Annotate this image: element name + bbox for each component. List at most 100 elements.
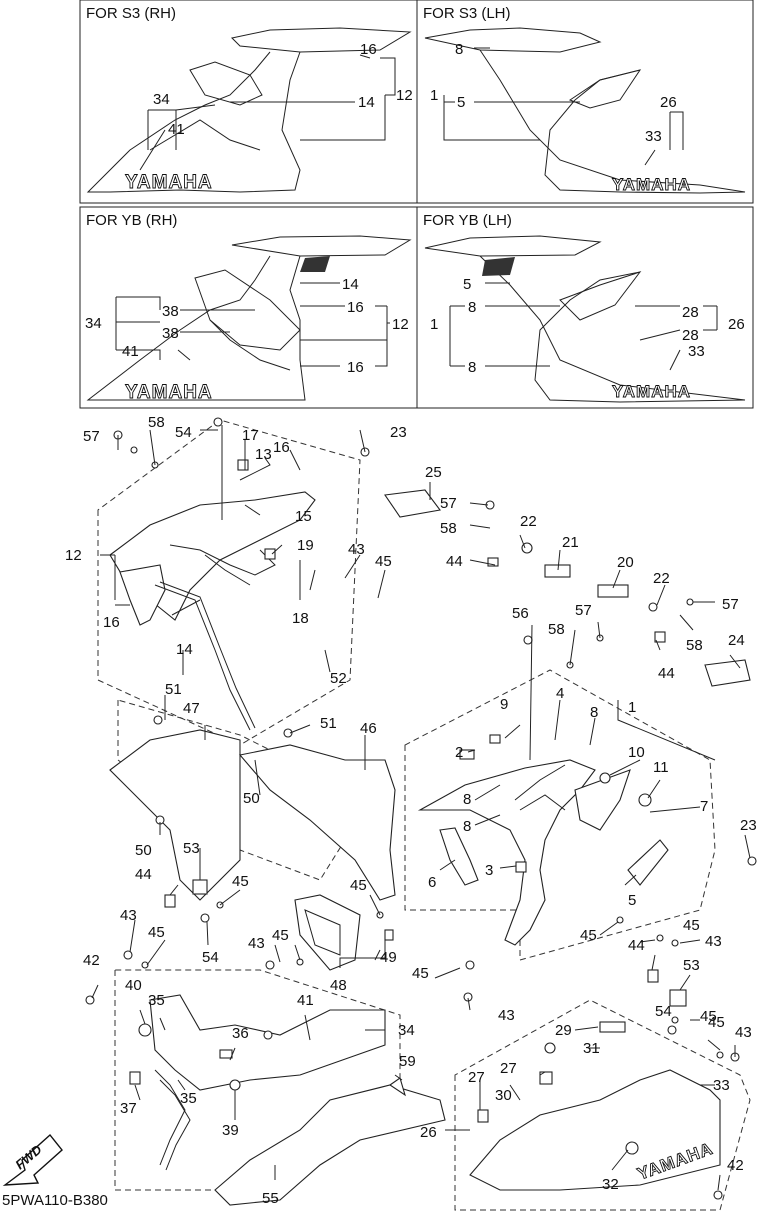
parts-drawings: YAMAHA [109,489,751,1206]
part-label-28: 28 [682,304,699,321]
part-label-1: 1 [628,699,636,716]
part-label-49: 49 [380,949,397,966]
part-label-24: 24 [728,632,745,649]
part-label-9: 9 [500,696,508,713]
part-label-45: 45 [412,965,429,982]
part-label-54: 54 [175,424,192,441]
part-label-58: 58 [686,637,703,654]
part-label-56: 56 [512,605,529,622]
part-label-31: 31 [583,1040,600,1057]
part-label-57: 57 [575,602,592,619]
panel-title-s3-rh: FOR S3 (RH) [86,5,176,22]
part-label-34: 34 [153,91,170,108]
part-label-8: 8 [468,359,476,376]
part-label-35: 35 [148,992,165,1009]
part-label-3: 3 [485,862,493,879]
part-label-50: 50 [243,790,260,807]
part-label-58: 58 [548,621,565,638]
part-label-8: 8 [590,704,598,721]
part-label-15: 15 [295,508,312,525]
part-label-38: 38 [162,325,179,342]
assembly-outline-dashed [97,419,751,1211]
part-label-45: 45 [272,927,289,944]
part-label-42: 42 [83,952,100,969]
part-label-11: 11 [653,759,669,776]
part-label-14: 14 [342,276,359,293]
part-label-41: 41 [122,343,139,360]
part-label-27: 27 [500,1060,517,1077]
part-label-33: 33 [688,343,705,360]
panel-yb-lh-frame [416,206,754,409]
part-label-43: 43 [120,907,137,924]
part-label-57: 57 [722,596,739,613]
forward-direction-arrow [2,1133,63,1186]
part-label-25: 25 [425,464,442,481]
part-label-39: 39 [222,1122,239,1139]
part-label-5: 5 [628,892,636,909]
r1-logo-shape [300,256,330,272]
part-label-50: 50 [135,842,152,859]
part-label-54: 54 [202,949,219,966]
part-label-23: 23 [390,424,407,441]
part-label-52: 52 [330,670,347,687]
part-label-5: 5 [457,94,465,111]
part-label-55: 55 [262,1190,279,1207]
part-label-22: 22 [653,570,670,587]
part-label-46: 46 [360,720,377,737]
part-label-16: 16 [347,359,364,376]
part-label-43: 43 [705,933,722,950]
panel-leader-lines [115,47,718,371]
part-label-43: 43 [735,1024,752,1041]
part-label-27: 27 [468,1069,485,1086]
part-label-8: 8 [463,818,471,835]
part-label-26: 26 [728,316,745,333]
part-label-57: 57 [83,428,100,445]
part-label-26: 26 [420,1124,437,1141]
part-label-12: 12 [392,316,409,333]
part-label-26: 26 [660,94,677,111]
part-label-35: 35 [180,1090,197,1107]
part-label-36: 36 [232,1025,249,1042]
part-label-1: 1 [430,87,438,104]
panel-title-yb-lh: FOR YB (LH) [423,212,512,229]
part-label-33: 33 [713,1077,730,1094]
part-label-45: 45 [708,1014,725,1031]
fairing-lh-s3-drawing: YAMAHA [424,27,746,194]
panel-title-yb-rh: FOR YB (RH) [86,212,177,229]
part-number-labels: 34 41 14 12 16 1 8 5 26 33 34 38 38 41 1… [65,41,757,1207]
part-label-18: 18 [292,610,309,627]
part-label-47: 47 [183,700,200,717]
part-label-29: 29 [555,1022,572,1039]
part-label-48: 48 [330,977,347,994]
part-label-44: 44 [628,937,645,954]
part-label-45: 45 [375,553,392,570]
part-label-6: 6 [428,874,436,891]
part-label-58: 58 [440,520,457,537]
part-label-41: 41 [168,121,185,138]
part-label-22: 22 [520,513,537,530]
part-label-43: 43 [498,1007,515,1024]
part-label-30: 30 [495,1087,512,1104]
part-label-42: 42 [727,1157,744,1174]
part-label-7: 7 [700,798,708,815]
part-label-21: 21 [562,534,579,551]
panel-title-s3-lh: FOR S3 (LH) [423,5,511,22]
part-label-51: 51 [320,715,337,732]
part-label-33: 33 [645,128,662,145]
fasteners [85,417,757,1200]
part-label-43: 43 [348,541,365,558]
part-label-16: 16 [347,299,364,316]
part-label-32: 32 [602,1176,619,1193]
part-label-23: 23 [740,817,757,834]
part-label-41: 41 [297,992,314,1009]
part-label-45: 45 [683,917,700,934]
part-label-34: 34 [398,1022,415,1039]
part-label-1: 1 [430,316,438,333]
part-label-16: 16 [273,439,290,456]
panel-yb-rh-frame [79,206,418,409]
part-label-44: 44 [446,553,463,570]
part-label-8: 8 [463,791,471,808]
part-label-43: 43 [248,935,265,952]
part-label-5: 5 [463,276,471,293]
